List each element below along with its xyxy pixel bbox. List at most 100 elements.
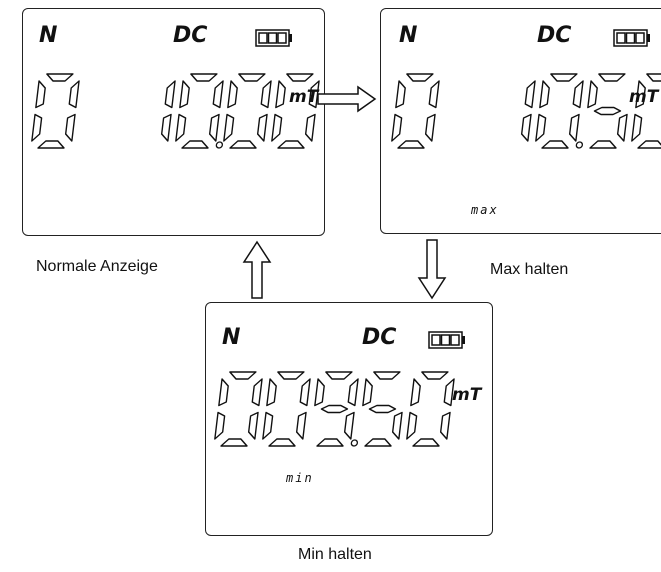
caption-max: Max halten — [490, 261, 569, 278]
lcd-segment — [220, 438, 248, 447]
lcd-segment — [395, 80, 406, 109]
decimal-point — [350, 439, 359, 447]
lcd-segment — [316, 438, 344, 447]
lcd-digit — [31, 73, 80, 149]
lcd-segment — [320, 404, 349, 414]
lcd-segment — [179, 80, 190, 109]
lcd-segment — [410, 378, 421, 407]
lcd-segment — [181, 140, 209, 149]
lcd-segment — [251, 378, 263, 407]
lcd-digit — [535, 73, 584, 149]
lcd-segment — [347, 378, 359, 407]
lcd-segment — [364, 438, 392, 447]
lcd-segment — [428, 80, 440, 109]
mode-label: N — [399, 23, 418, 48]
digit-display — [391, 73, 661, 149]
arrow-up-icon — [242, 240, 272, 299]
lcd-segment — [229, 140, 257, 149]
lcd-segment — [35, 80, 46, 109]
lcd-segment — [277, 140, 305, 149]
lcd-segment — [535, 113, 547, 142]
digit-display — [214, 371, 455, 447]
lcd-segment — [37, 140, 65, 149]
lcd-segment — [299, 378, 311, 407]
lcd-digit — [214, 371, 263, 447]
lcd-digit — [391, 73, 440, 149]
lcd-segment — [616, 113, 628, 142]
lcd-segment — [541, 140, 569, 149]
lcd-segment — [46, 73, 74, 82]
lcd-segment — [373, 371, 401, 380]
lcd-segment — [325, 371, 353, 380]
lcd-digit — [362, 371, 403, 447]
lcd-segment — [635, 80, 646, 109]
lcd-segment — [68, 80, 80, 109]
lcd-segment — [572, 80, 584, 109]
lcd-segment — [262, 411, 274, 440]
mode-label: N — [39, 23, 58, 48]
unit-label: mT — [289, 87, 319, 107]
lcd-digit — [160, 80, 176, 142]
lcd-segment — [406, 411, 418, 440]
lcd-segment — [314, 378, 325, 407]
lcd-segment — [260, 80, 272, 109]
lcd-segment — [539, 80, 550, 109]
lcd-segment — [295, 411, 307, 440]
digit-display — [31, 73, 320, 149]
lcd-segment — [286, 73, 314, 82]
unit-label: mT — [452, 385, 482, 405]
lcd-segment — [223, 113, 235, 142]
lcd-segment — [218, 378, 229, 407]
lcd-segment — [391, 113, 403, 142]
lcd-segment — [362, 378, 373, 407]
lcd-segment — [214, 411, 226, 440]
lcd-segment — [631, 113, 643, 142]
lcd-segment — [227, 80, 238, 109]
lcd-panel-min: N DC mT min — [205, 302, 493, 536]
lcd-segment — [637, 140, 661, 149]
lcd-digit — [520, 80, 536, 142]
current-type-label: DC — [173, 23, 208, 48]
lcd-segment — [229, 371, 257, 380]
lcd-segment — [550, 73, 578, 82]
lcd-segment — [271, 113, 283, 142]
lcd-panel-normal: N DC mT — [22, 8, 325, 236]
decimal-point — [575, 141, 584, 149]
lcd-segment — [424, 113, 436, 142]
lcd-digit — [223, 73, 272, 149]
lcd-segment — [247, 411, 259, 440]
current-type-label: DC — [362, 325, 397, 350]
lcd-segment — [160, 113, 172, 142]
mode-label: N — [222, 325, 241, 350]
unit-label: mT — [629, 87, 659, 107]
battery-icon — [255, 29, 292, 47]
lcd-segment — [238, 73, 266, 82]
lcd-segment — [568, 113, 580, 142]
lcd-segment — [520, 113, 532, 142]
battery-icon — [613, 29, 650, 47]
lcd-digit — [406, 371, 455, 447]
lcd-digit — [271, 73, 320, 149]
lcd-segment — [190, 73, 218, 82]
lcd-segment — [343, 411, 355, 440]
lcd-digit — [175, 73, 224, 149]
lcd-segment — [593, 106, 622, 116]
lcd-segment — [268, 438, 296, 447]
lcd-segment — [397, 140, 425, 149]
decimal-point — [215, 141, 224, 149]
max-hold-indicator: max — [471, 203, 499, 217]
lcd-segment — [443, 378, 455, 407]
lcd-segment — [587, 80, 598, 109]
lcd-segment — [598, 73, 626, 82]
battery-icon — [428, 331, 465, 349]
lcd-segment — [589, 140, 617, 149]
lcd-segment — [412, 438, 440, 447]
lcd-segment — [421, 371, 449, 380]
lcd-segment — [212, 80, 224, 109]
lcd-segment — [208, 113, 220, 142]
lcd-segment — [277, 371, 305, 380]
lcd-segment — [368, 404, 397, 414]
lcd-segment — [304, 113, 316, 142]
lcd-segment — [266, 378, 277, 407]
caption-min: Min halten — [298, 546, 372, 563]
